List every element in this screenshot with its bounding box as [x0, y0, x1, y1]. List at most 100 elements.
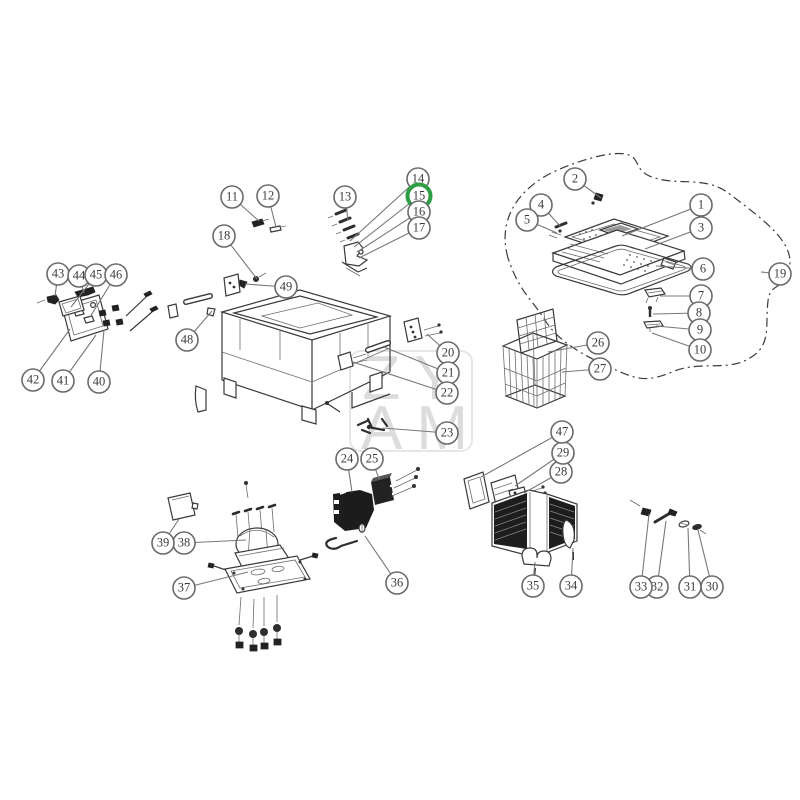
callout-45[interactable]: 45 — [84, 263, 108, 287]
part-hinge-assembly — [341, 241, 369, 277]
callout-4[interactable]: 4 — [529, 193, 553, 217]
leader-lines — [32, 178, 781, 589]
callout-ring[interactable] — [529, 193, 553, 217]
part-hook-36 — [325, 523, 366, 550]
callout-5[interactable]: 5 — [515, 208, 539, 232]
callout-number: 28 — [555, 464, 568, 478]
callout-number: 16 — [413, 204, 426, 218]
callout-42[interactable]: 42 — [21, 368, 45, 392]
callout-43[interactable]: 43 — [46, 262, 70, 286]
callout-12[interactable]: 12 — [256, 184, 280, 208]
callout-ring[interactable] — [51, 369, 75, 393]
callout-ring[interactable] — [333, 185, 357, 209]
callout-ring[interactable] — [212, 224, 236, 248]
callout-number: 27 — [594, 361, 607, 375]
part-screw-8 — [648, 306, 652, 317]
callout-48[interactable]: 48 — [175, 328, 199, 352]
callout-ring[interactable] — [678, 575, 702, 599]
callout-22[interactable]: 22 — [435, 381, 459, 405]
callout-ring[interactable] — [360, 447, 384, 471]
callout-10[interactable]: 10 — [688, 338, 712, 362]
callout-ring[interactable] — [559, 574, 583, 598]
callout-ring[interactable] — [104, 263, 128, 287]
callout-27[interactable]: 27 — [588, 357, 612, 381]
callout-ring[interactable] — [629, 575, 653, 599]
callout-18[interactable]: 18 — [212, 224, 236, 248]
callout-ring[interactable] — [521, 574, 545, 598]
callout-number: 9 — [697, 322, 703, 336]
part-bracket-7 — [644, 287, 667, 304]
callout-ring[interactable] — [691, 257, 715, 281]
callout-26[interactable]: 26 — [586, 331, 610, 355]
callout-ring[interactable] — [563, 167, 587, 191]
callout-34[interactable]: 34 — [559, 574, 583, 598]
callout-ring[interactable] — [172, 576, 196, 600]
callout-37[interactable]: 37 — [172, 576, 196, 600]
callout-16[interactable]: 16 — [407, 200, 431, 224]
callout-ring[interactable] — [151, 531, 175, 555]
callout-ring[interactable] — [220, 185, 244, 209]
part-relay-25 — [371, 467, 420, 505]
callout-ring[interactable] — [274, 275, 298, 299]
callout-ring[interactable] — [588, 357, 612, 381]
callout-19[interactable]: 19 — [768, 262, 792, 286]
callout-46[interactable]: 46 — [104, 263, 128, 287]
callout-23[interactable]: 23 — [435, 421, 459, 445]
part-screw-18 — [253, 272, 267, 282]
callout-number: 18 — [218, 228, 231, 242]
callout-ring[interactable] — [385, 571, 409, 595]
callout-ring[interactable] — [256, 184, 280, 208]
callout-38[interactable]: 38 — [172, 531, 196, 555]
callout-30[interactable]: 30 — [700, 575, 724, 599]
callout-number: 8 — [696, 305, 702, 319]
part-wiring-23 — [356, 417, 389, 435]
callout-ring[interactable] — [435, 381, 459, 405]
callout-3[interactable]: 3 — [689, 216, 713, 240]
leader-line-16 — [356, 211, 420, 253]
callout-ring[interactable] — [768, 262, 792, 286]
callout-ring[interactable] — [21, 368, 45, 392]
callout-33[interactable]: 33 — [629, 575, 653, 599]
callout-39[interactable]: 39 — [151, 531, 175, 555]
callout-9[interactable]: 9 — [688, 318, 712, 342]
callout-47[interactable]: 47 — [550, 420, 574, 444]
callout-1[interactable]: 1 — [689, 193, 713, 217]
leader-line-15 — [353, 195, 420, 248]
callout-29[interactable]: 29 — [551, 441, 575, 465]
part-cabinet-body — [219, 289, 393, 425]
callout-31[interactable]: 31 — [678, 575, 702, 599]
callout-number: 7 — [698, 288, 704, 302]
callout-25[interactable]: 25 — [360, 447, 384, 471]
callout-ring[interactable] — [689, 216, 713, 240]
callout-6[interactable]: 6 — [691, 257, 715, 281]
callout-36[interactable]: 36 — [385, 571, 409, 595]
callout-ring[interactable] — [550, 420, 574, 444]
callout-24[interactable]: 24 — [335, 447, 359, 471]
callout-ring[interactable] — [335, 447, 359, 471]
callout-35[interactable]: 35 — [521, 574, 545, 598]
callout-number: 3 — [698, 220, 704, 234]
part-lid-main — [551, 229, 686, 285]
leader-line-14 — [349, 178, 419, 242]
callout-ring[interactable] — [689, 193, 713, 217]
callout-13[interactable]: 13 — [333, 185, 357, 209]
callout-40[interactable]: 40 — [87, 370, 111, 394]
callout-ring[interactable] — [407, 216, 431, 240]
callout-ring[interactable] — [586, 331, 610, 355]
callout-21[interactable]: 21 — [436, 361, 460, 385]
callout-ring[interactable] — [688, 338, 712, 362]
callout-49[interactable]: 49 — [274, 275, 298, 299]
callout-ring[interactable] — [515, 208, 539, 232]
callout-ring[interactable] — [435, 421, 459, 445]
callout-11[interactable]: 11 — [220, 185, 244, 209]
callout-2[interactable]: 2 — [563, 167, 587, 191]
callout-number: 30 — [706, 579, 719, 593]
callout-ring[interactable] — [175, 328, 199, 352]
callout-41[interactable]: 41 — [51, 369, 75, 393]
callout-ring[interactable] — [87, 370, 111, 394]
callout-20[interactable]: 20 — [436, 341, 460, 365]
callout-number: 24 — [341, 451, 354, 465]
callout-number: 19 — [774, 266, 787, 280]
callout-17[interactable]: 17 — [407, 216, 431, 240]
